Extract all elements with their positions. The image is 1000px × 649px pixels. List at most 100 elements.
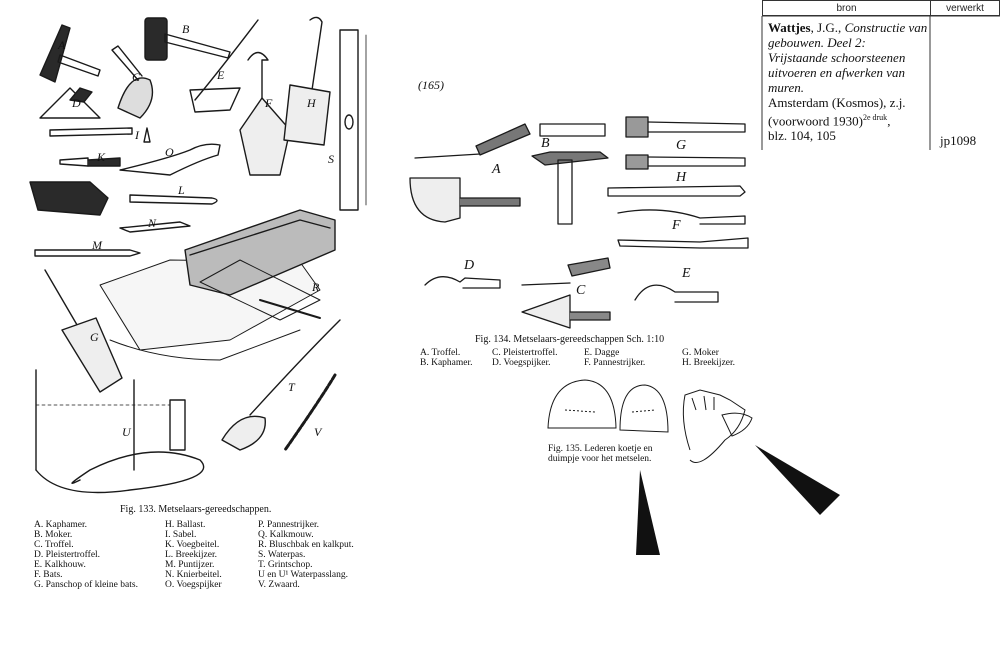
catalog-preface: (voorwoord 1930) <box>768 113 863 129</box>
tool-kaphamer-drawing <box>39 24 101 83</box>
catalog-author-initials: , J.G., <box>810 20 845 35</box>
fig134-pleistertroffel-drawing <box>521 257 611 329</box>
fig135-caption-line2: duimpje voor het metselen. <box>548 454 652 464</box>
label-k: K <box>97 150 106 164</box>
fig133-caption: Fig. 133. Metselaars-gereedschappen. <box>120 504 272 515</box>
legend-item: L. Breekijzer. <box>165 550 217 560</box>
legend-item: B. Moker. <box>34 530 73 540</box>
legend-item: B. Kaphamer. <box>420 358 473 368</box>
label-d: D <box>72 96 81 110</box>
tool-puntijzer-drawing <box>34 249 141 257</box>
tool-sabel-detail-drawing <box>143 127 151 143</box>
tool-waterpas-drawing <box>339 29 367 211</box>
legend-item: R. Bluschbak en kalkput. <box>258 540 354 550</box>
tool-kalkhouw-drawing <box>189 19 259 113</box>
label-h: H <box>307 96 316 110</box>
tool-zwaard-drawing <box>283 373 337 452</box>
label-o: O <box>165 145 174 159</box>
legend-item: V. Zwaard. <box>258 580 300 590</box>
tool-kalkmouw-drawing <box>29 181 109 216</box>
fig134-label-h: H <box>676 170 687 185</box>
fig134-label-c: C <box>576 283 586 298</box>
label-i: I <box>135 128 139 142</box>
label-f: F <box>265 96 273 110</box>
legend-item: H. Ballast. <box>165 520 206 530</box>
legend-item: A. Troffel. <box>420 348 461 358</box>
fig135-caption-line1: Fig. 135. Lederen koetje en <box>548 444 653 454</box>
legend-item: E. Dagge <box>584 348 620 358</box>
label-c: C <box>132 70 141 84</box>
catalog-place: Amsterdam (Kosmos), z.j. <box>768 95 906 110</box>
label-r: R <box>312 280 320 294</box>
label-s: S <box>328 152 334 166</box>
label-b: B <box>182 22 190 36</box>
tool-voegbeitel-drawing <box>59 157 121 167</box>
catalog-id: jp1098 <box>940 133 977 148</box>
catalog-box-lines <box>761 15 1000 150</box>
fig134-label-d: D <box>464 258 475 273</box>
tool-knierbeitel-drawing <box>119 221 191 233</box>
fig134-troffel-drawing <box>409 123 531 223</box>
label-e: E <box>217 68 225 82</box>
tool-waterpasslang-drawing <box>35 369 205 494</box>
tool-troffel-drawing <box>111 45 154 119</box>
fig134-label-g: G <box>676 138 687 153</box>
tool-panschop-drawing <box>44 269 123 393</box>
fig135-drawings <box>547 379 753 463</box>
legend-item: N. Knierbeitel. <box>165 570 222 580</box>
legend-item: Q. Kalkmouw. <box>258 530 314 540</box>
fig134-moker-drawing <box>625 116 746 170</box>
catalog-reference: Wattjes, J.G., Constructie van gebouwen.… <box>768 20 928 144</box>
fig134-legend-col2: C. Pleistertroffel. D. Voegspijker. <box>492 348 558 368</box>
fig134-label-e: E <box>682 266 691 281</box>
label-a: A <box>58 38 66 52</box>
fig134-breekijzer-drawing <box>607 185 746 197</box>
fig134-label-b: B <box>541 136 550 151</box>
label-g: G <box>90 330 99 344</box>
label-t: T <box>288 380 295 394</box>
label-u: U <box>122 425 131 439</box>
legend-item: F. Pannestrijker. <box>584 358 646 368</box>
legend-item: C. Troffel. <box>34 540 74 550</box>
legend-item: K. Voegbeitel. <box>165 540 220 550</box>
fig134-legend-col3: E. Dagge F. Pannestrijker. <box>584 348 645 368</box>
tool-ballast-drawing <box>283 16 331 146</box>
fig134-legend-col4: G. Moker H. Breekijzer. <box>682 348 735 368</box>
catalog-pages: blz. 104, 105 <box>768 128 836 144</box>
tool-breekijzer-drawing <box>129 194 218 205</box>
legend-item: D. Voegspijker. <box>492 358 551 368</box>
tool-bats-drawing <box>239 51 291 176</box>
legend-item: O. Voegspijker <box>165 580 222 590</box>
fig134-legend-col1: A. Troffel. B. Kaphamer. <box>420 348 473 368</box>
fig134-dagge-drawing <box>634 284 719 303</box>
fig134-label-a: A <box>492 162 501 177</box>
handwritten-page-number: (165) <box>418 78 444 92</box>
fig133-legend-col1: A. Kaphamer. B. Moker. C. Troffel. D. Pl… <box>34 520 138 590</box>
fig134-label-f: F <box>672 218 681 233</box>
label-m: M <box>92 238 102 252</box>
fig134-kaphamer-drawing <box>531 123 609 225</box>
tool-bluschbak-drawing <box>99 209 336 361</box>
legend-item: G. Panschop of kleine bats. <box>34 580 138 590</box>
legend-item: C. Pleistertroffel. <box>492 348 558 358</box>
tool-sabel-drawing <box>49 127 133 137</box>
legend-item: U en U¹ Waterpasslang. <box>258 570 349 580</box>
label-n: N <box>148 216 157 230</box>
scan-mark-right-triangle <box>755 445 840 515</box>
catalog-author: Wattjes <box>768 20 811 35</box>
legend-item: I. Sabel. <box>165 530 197 540</box>
legend-item: G. Moker <box>682 348 719 358</box>
scan-mark-left-triangle <box>636 470 660 555</box>
legend-item: T. Grintschop. <box>258 560 313 570</box>
legend-item: A. Kaphamer. <box>34 520 88 530</box>
legend-item: H. Breekijzer. <box>682 358 736 368</box>
catalog-header-source: bron <box>762 0 931 16</box>
tool-grintschop-drawing <box>221 319 341 451</box>
tool-pleistertroffel-drawing <box>39 87 101 119</box>
legend-item: D. Pleistertroffel. <box>34 550 101 560</box>
tool-voegspijker-drawing <box>119 143 221 176</box>
legend-item: M. Puntijzer. <box>165 560 215 570</box>
legend-item: P. Pannestrijker. <box>258 520 319 530</box>
fig134-pannestrijker-drawing <box>617 209 749 249</box>
